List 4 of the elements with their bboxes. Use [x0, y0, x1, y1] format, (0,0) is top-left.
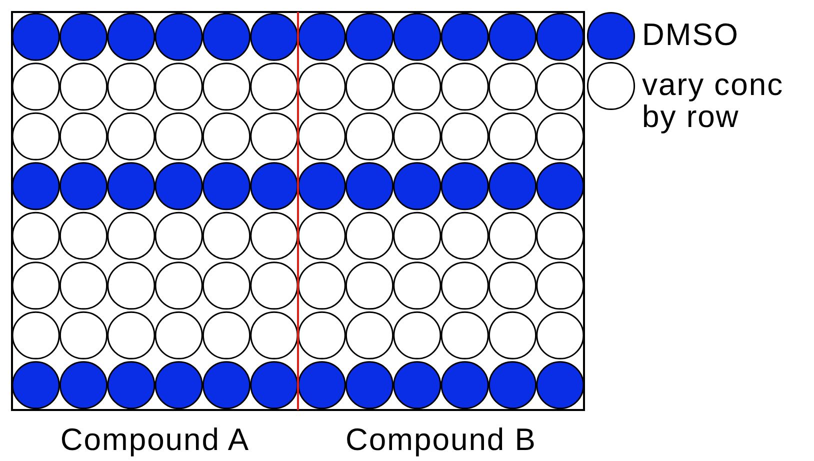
legend-text: DMSO	[642, 19, 740, 51]
column-group-label: Compound B	[344, 424, 538, 456]
column-group-label: Compound A	[59, 424, 251, 456]
legend-text: vary conc by row	[642, 69, 785, 133]
